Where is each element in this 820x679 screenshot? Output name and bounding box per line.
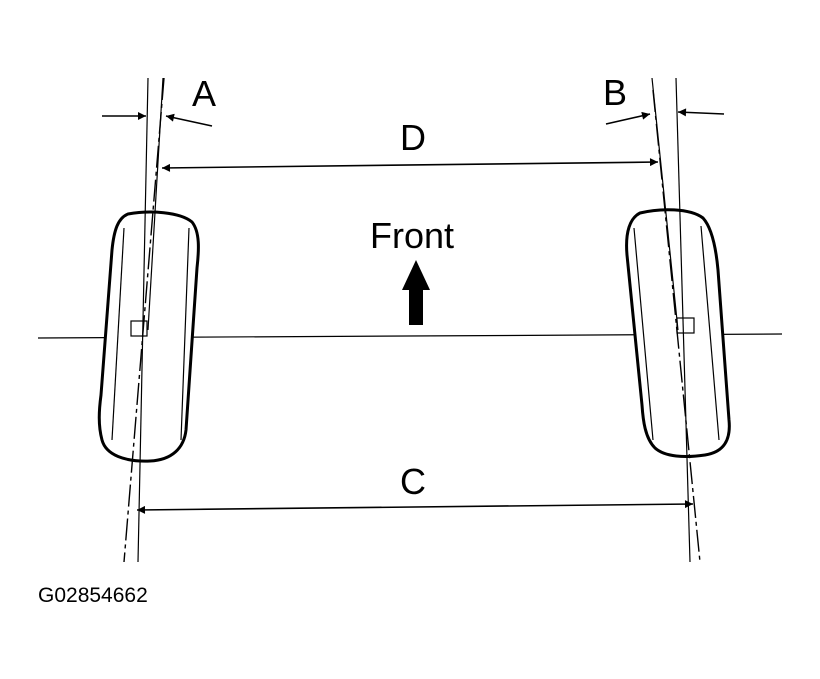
dimension-c-arrow bbox=[136, 500, 694, 514]
front-arrow-icon bbox=[402, 260, 430, 325]
label-b: B bbox=[603, 72, 627, 113]
angle-b-arrow-left bbox=[605, 111, 651, 125]
front-label: Front bbox=[370, 215, 454, 256]
dimension-d-arrow bbox=[161, 158, 659, 172]
angle-a-arrow-right bbox=[165, 113, 213, 127]
angle-b-arrow-right bbox=[677, 108, 725, 117]
figure-id: G02854662 bbox=[38, 584, 148, 607]
right-wheel bbox=[625, 208, 731, 458]
label-a: A bbox=[192, 73, 216, 114]
left-vertical-line-outer bbox=[137, 77, 149, 563]
right-wheel-centerline bbox=[652, 89, 701, 563]
label-c: C bbox=[400, 461, 426, 502]
left-wheel bbox=[97, 210, 200, 463]
label-d: D bbox=[400, 117, 426, 158]
left-wheel-centerline bbox=[123, 77, 165, 563]
right-vertical-line-outer bbox=[675, 77, 691, 563]
